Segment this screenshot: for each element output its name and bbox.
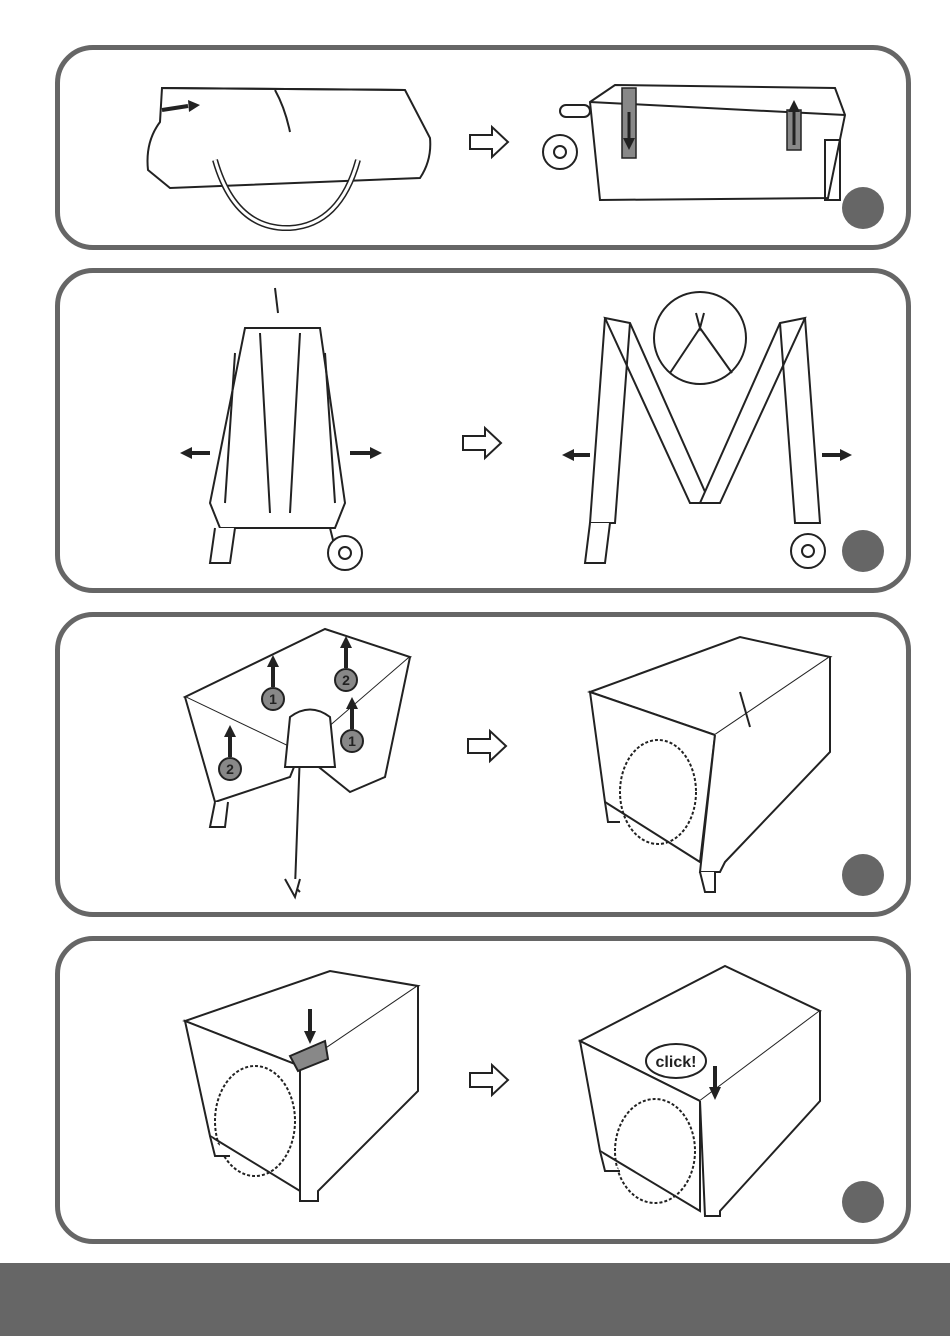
step-indicator	[842, 854, 884, 896]
partially-raised-cot	[185, 629, 410, 897]
lift-marker-label: 1	[269, 691, 277, 707]
right-outline-arrow-icon	[470, 127, 508, 157]
zoom-inset	[654, 292, 746, 384]
right-arrow-icon	[350, 447, 382, 459]
step-1-illustration	[60, 50, 916, 255]
lift-marker-1: 1	[262, 655, 284, 710]
right-arrow-icon	[822, 449, 852, 461]
lift-marker-label: 1	[348, 733, 356, 749]
step-panel-1	[55, 45, 911, 250]
lift-marker-label: 2	[342, 672, 350, 688]
footer-bar	[0, 1263, 950, 1336]
right-outline-arrow-icon	[463, 428, 501, 458]
click-callout: click!	[646, 1044, 706, 1078]
folded-frame	[210, 288, 362, 570]
step-indicator	[842, 187, 884, 229]
step-indicator	[842, 1181, 884, 1223]
step-3-illustration: 1 2 1 2	[60, 617, 916, 922]
click-label: click!	[656, 1054, 697, 1071]
step-panel-4: click!	[55, 936, 911, 1244]
strap-left	[622, 88, 636, 158]
right-outline-arrow-icon	[468, 731, 506, 761]
down-arrow-icon	[304, 1009, 316, 1044]
step-indicator	[842, 530, 884, 572]
right-outline-arrow-icon	[470, 1065, 508, 1095]
lift-marker-label: 2	[226, 761, 234, 777]
step-panel-2	[55, 268, 911, 593]
cot-after-lock	[580, 966, 820, 1216]
lift-marker-2: 2	[335, 636, 357, 691]
cot-before-lock	[185, 971, 418, 1201]
step-2-illustration	[60, 273, 916, 598]
step-panel-3: 1 2 1 2	[55, 612, 911, 917]
raised-cot	[590, 637, 830, 892]
left-arrow-icon	[180, 447, 210, 459]
step-4-illustration: click!	[60, 941, 916, 1249]
left-arrow-icon	[562, 449, 590, 461]
